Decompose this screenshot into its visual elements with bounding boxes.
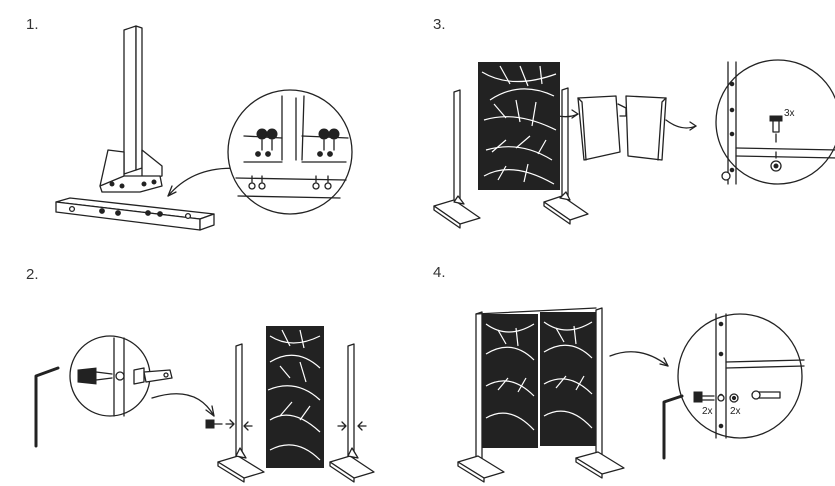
step-number-1: 1. (26, 16, 39, 33)
step-4-illustration: 2x 2x (420, 250, 835, 486)
screw-count-2x: 2x (702, 406, 713, 417)
decorative-panels (482, 312, 596, 448)
right-post (543, 87, 589, 225)
zoom-detail-circle (69, 335, 173, 417)
step-1-illustration (0, 0, 420, 240)
step-3-illustration: 3x (420, 0, 835, 240)
screw-count-3x: 3x (784, 108, 795, 119)
decorative-panel (266, 326, 324, 468)
u-channel-brackets (577, 95, 667, 161)
screw-icon (205, 419, 235, 429)
right-post (329, 343, 375, 483)
zoom-detail-circle: 3x (715, 59, 835, 185)
posts (475, 307, 603, 463)
zoom-detail-circle: 2x 2x (677, 313, 805, 439)
decorative-panel (478, 62, 560, 190)
left-post (433, 89, 481, 229)
step-number-3: 3. (433, 16, 446, 33)
post (99, 25, 163, 193)
base-feet (457, 451, 625, 483)
base-beam (55, 197, 215, 231)
step-2-illustration (0, 250, 420, 486)
zoom-detail-circle (227, 89, 353, 215)
nut-count-2x: 2x (730, 406, 741, 417)
allen-key-icon (34, 366, 60, 448)
allen-key-icon (662, 394, 684, 460)
left-post (217, 343, 265, 483)
step-number-2: 2. (26, 266, 39, 283)
step-number-4: 4. (433, 264, 446, 281)
